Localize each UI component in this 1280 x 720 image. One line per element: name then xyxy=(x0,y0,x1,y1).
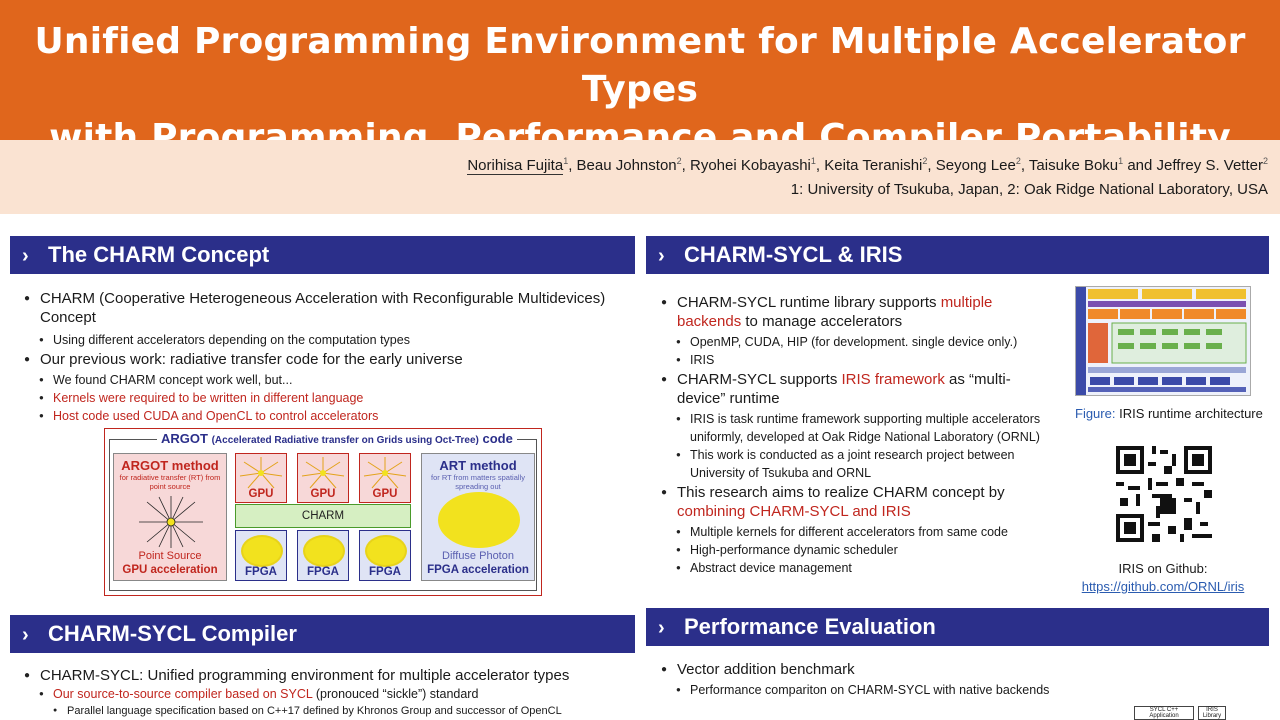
charm-sycl-iris-body: CHARM-SYCL runtime library supports mult… xyxy=(661,292,1051,577)
affiliations: 1: University of Tsukuba, Japan, 2: Oak … xyxy=(790,181,1268,198)
bullet: This research aims to realize CHARM conc… xyxy=(661,483,1051,521)
diffuse-photon-icon xyxy=(438,492,520,548)
author-list: Norihisa Fujita1, Beau Johnston2, Ryohei… xyxy=(467,156,1268,175)
bullet: CHARM (Cooperative Heterogeneous Acceler… xyxy=(24,289,624,327)
sub-bullet: OpenMP, CUDA, HIP (for development. sing… xyxy=(661,333,1051,351)
sub-bullet: High-performance dynamic scheduler xyxy=(661,541,1051,559)
bullet: Our previous work: radiative transfer co… xyxy=(24,350,624,369)
sub-bullet: Host code used CUDA and OpenCL to contro… xyxy=(24,407,624,425)
art-method-box: ART method for RT from matters spatially… xyxy=(421,453,535,581)
sub-bullet: Using different accelerators depending o… xyxy=(24,331,624,349)
sub-bullet: Performance compariton on CHARM-SYCL wit… xyxy=(661,681,1061,699)
performance-body: Vector addition benchmark Performance co… xyxy=(661,659,1061,699)
mini-diagram-box: SYCL C++ Application xyxy=(1134,706,1194,720)
starburst-icon xyxy=(239,457,283,489)
sub-bullet: IRIS xyxy=(661,351,1051,369)
fpga-box: FPGA xyxy=(359,530,411,581)
section-header-compiler: ›CHARM-SYCL Compiler xyxy=(10,615,635,653)
bullet: CHARM-SYCL: Unified programming environm… xyxy=(24,666,634,685)
sub-bullet: IRIS is task runtime framework supportin… xyxy=(661,410,1051,446)
author: Taisuke Boku xyxy=(1028,157,1119,174)
github-link[interactable]: https://github.com/ORNL/iris xyxy=(1081,579,1245,594)
iris-architecture-figure xyxy=(1075,286,1251,396)
github-label: IRIS on Github: xyxy=(1118,561,1208,576)
bullet: CHARM-SYCL supports IRIS framework as “m… xyxy=(661,370,1051,408)
chevron-right-icon: › xyxy=(22,624,29,646)
chevron-right-icon: › xyxy=(658,617,665,639)
starburst-icon xyxy=(363,457,407,489)
section-header-performance: ›Performance Evaluation xyxy=(646,608,1269,646)
point-source-rays-icon xyxy=(139,496,203,548)
sub-bullet: Abstract device management xyxy=(661,559,1051,577)
compiler-body: CHARM-SYCL: Unified programming environm… xyxy=(24,665,634,719)
gpu-box: GPU xyxy=(297,453,349,503)
argot-method-box: ARGOT method for radiative transfer (RT)… xyxy=(113,453,227,581)
title-banner: Unified Programming Environment for Mult… xyxy=(0,0,1280,158)
charm-layer: CHARM xyxy=(235,504,411,528)
sub-bullet: This work is conducted as a joint resear… xyxy=(661,446,1051,482)
argot-diagram: ARGOT (Accelerated Radiative transfer on… xyxy=(104,428,542,596)
authors-bar: Norihisa Fujita1, Beau Johnston2, Ryohei… xyxy=(0,140,1280,214)
author: Beau Johnston xyxy=(576,157,677,174)
bullet: CHARM-SYCL runtime library supports mult… xyxy=(661,293,1051,331)
author: Seyong Lee xyxy=(935,157,1016,174)
section-header-charm-sycl-iris: ›CHARM-SYCL & IRIS xyxy=(646,236,1269,274)
diffuse-blob-icon xyxy=(243,537,281,565)
sub-bullet: We found CHARM concept work well, but... xyxy=(24,371,624,389)
sub-bullet: Our source-to-source compiler based on S… xyxy=(24,685,634,703)
author: Jeffrey S. Vetter xyxy=(1156,157,1263,174)
argot-title: ARGOT (Accelerated Radiative transfer on… xyxy=(157,431,517,446)
fpga-box: FPGA xyxy=(297,530,349,581)
section-header-charm-concept: ›The CHARM Concept xyxy=(10,236,635,274)
author-presenter: Norihisa Fujita xyxy=(467,157,564,175)
title-line-1: Unified Programming Environment for Mult… xyxy=(34,21,1246,110)
charm-concept-body: CHARM (Cooperative Heterogeneous Acceler… xyxy=(24,288,624,425)
sub-bullet: Multiple kernels for different accelerat… xyxy=(661,523,1051,541)
author: Keita Teranishi xyxy=(824,157,923,174)
poster-title: Unified Programming Environment for Mult… xyxy=(0,0,1280,162)
chevron-right-icon: › xyxy=(658,245,665,267)
diffuse-blob-icon xyxy=(305,537,343,565)
author: Ryohei Kobayashi xyxy=(689,157,811,174)
mini-diagram-box: IRIS Library xyxy=(1198,706,1226,720)
starburst-icon xyxy=(301,457,345,489)
chevron-right-icon: › xyxy=(22,245,29,267)
sub-bullet: Kernels were required to be written in d… xyxy=(24,389,624,407)
gpu-box: GPU xyxy=(235,453,287,503)
fpga-box: FPGA xyxy=(235,530,287,581)
gpu-box: GPU xyxy=(359,453,411,503)
figure-caption: Figure: IRIS runtime architecture xyxy=(1075,406,1263,421)
architecture-diagram-image xyxy=(1076,287,1250,395)
qr-code-icon[interactable] xyxy=(1116,446,1212,542)
diffuse-blob-icon xyxy=(367,537,405,565)
sub-sub-bullet: Parallel language specification based on… xyxy=(24,703,634,719)
bullet: Vector addition benchmark xyxy=(661,660,1061,679)
